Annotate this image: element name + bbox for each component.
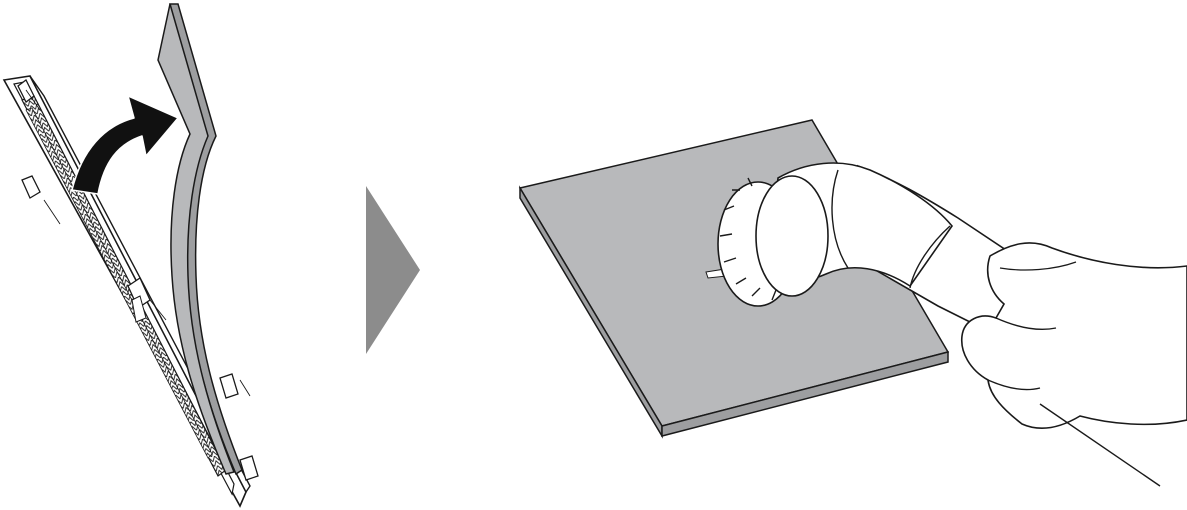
curved-arrow-icon <box>72 96 178 194</box>
triangle-arrow-icon <box>366 186 420 354</box>
step-2-vacuum-filter-sheet <box>520 120 1187 486</box>
filter-sheet-icon <box>158 4 242 474</box>
step-1-remove-filter-sheet <box>4 4 258 506</box>
hand-icon <box>962 243 1187 486</box>
next-step-arrow <box>366 186 420 354</box>
